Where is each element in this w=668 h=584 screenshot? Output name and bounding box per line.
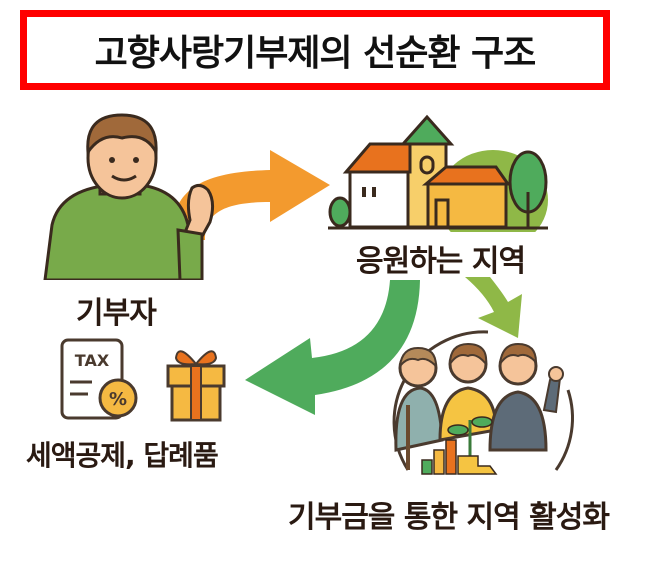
tax-text: TAX <box>75 351 110 370</box>
revitalization-label: 기부금을 통한 지역 활성화 <box>288 500 610 535</box>
donor-label: 기부자 <box>76 296 157 331</box>
benefits-label: 세액공제, 답례품 <box>26 439 219 472</box>
title-box: 고향사랑기부제의 선순환 구조 <box>20 10 610 90</box>
percent-text: % <box>109 389 127 410</box>
arrow-region-to-revitalization <box>465 277 522 338</box>
region-label: 응원하는 지역 <box>356 244 526 279</box>
arrow-region-to-benefits <box>245 280 420 415</box>
tax-and-gift-icon: TAX % <box>60 338 226 422</box>
waving-person-icon <box>43 113 215 280</box>
page-title: 고향사랑기부제의 선순환 구조 <box>94 33 537 74</box>
community-growth-icon <box>392 330 574 475</box>
village-icon <box>328 114 548 232</box>
